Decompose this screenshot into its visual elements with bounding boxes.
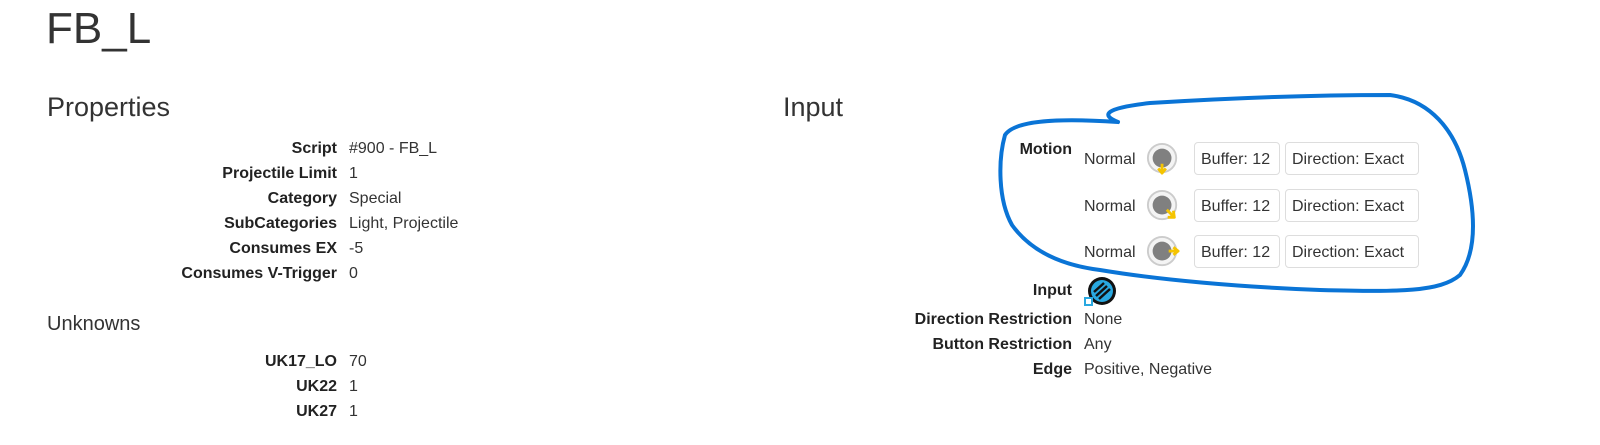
unknown-row: UK27 1 — [0, 399, 358, 424]
property-row: Category Special — [0, 186, 402, 211]
motion-type: Normal — [1084, 244, 1136, 261]
buffer-badge: Buffer: 12 — [1194, 142, 1280, 175]
direction-mode-badge: Direction: Exact — [1285, 142, 1419, 175]
input-row-label: Button Restriction — [932, 336, 1072, 353]
input-label: Input — [1032, 282, 1072, 299]
property-row-label: Script — [291, 140, 337, 157]
motion-label: Motion — [1019, 141, 1072, 158]
direction-mode-badge: Direction: Exact — [1285, 235, 1419, 268]
property-row: Consumes V-Trigger 0 — [0, 261, 358, 286]
property-row-label: Projectile Limit — [222, 165, 337, 182]
light-punch-icon — [1084, 277, 1116, 306]
unknown-row-value: 1 — [349, 378, 358, 395]
buffer-badge: Buffer: 12 — [1194, 235, 1280, 268]
property-row: Projectile Limit 1 — [0, 161, 358, 186]
unknown-row-label: UK17_LO — [264, 353, 337, 370]
property-row-value[interactable]: #900 - FB_L — [349, 140, 438, 157]
motion-type: Normal — [1084, 197, 1136, 215]
unknowns-heading: Unknowns — [47, 313, 141, 335]
buffer-badge: Buffer: 12 — [1194, 188, 1280, 222]
property-row-value: 1 — [349, 165, 358, 182]
direction-forward-icon — [1146, 235, 1180, 267]
input-row: Button Restriction Any — [0, 332, 1111, 357]
property-row: Script #900 - FB_L — [0, 136, 437, 161]
unknown-row-label: UK22 — [296, 378, 337, 395]
properties-heading: Properties — [47, 92, 171, 122]
property-row-label: Category — [267, 190, 337, 207]
property-row-value: 0 — [349, 265, 358, 282]
property-row-value: -5 — [349, 240, 364, 257]
input-row: Direction Restriction None — [0, 307, 1123, 332]
property-row: Consumes EX -5 — [0, 236, 363, 261]
property-row-value: Light, Projectile — [349, 215, 459, 232]
input-row: Edge Positive, Negative — [0, 357, 1212, 382]
direction-down-icon — [1146, 142, 1178, 175]
motion-type: Normal — [1084, 151, 1136, 168]
page-title: FB_L — [46, 4, 152, 53]
direction-down-forward-icon — [1146, 189, 1178, 220]
input-row-value: Any — [1084, 336, 1112, 353]
input-heading: Input — [783, 92, 844, 122]
input-row-value: Positive, Negative — [1084, 361, 1213, 378]
unknown-row: UK17_LO 70 — [0, 349, 367, 374]
direction-mode-badge: Direction: Exact — [1285, 188, 1419, 222]
property-row-label: Consumes V-Trigger — [181, 265, 337, 282]
unknown-row: UK22 1 — [0, 374, 358, 399]
unknown-row-value: 70 — [349, 353, 367, 370]
input-row-label: Direction Restriction — [914, 311, 1072, 328]
unknown-row-value: 1 — [349, 403, 358, 420]
property-row-value: Special — [349, 190, 402, 207]
input-row-value: None — [1084, 311, 1123, 328]
property-row-label: SubCategories — [224, 215, 337, 232]
property-row-label: Consumes EX — [229, 240, 337, 257]
unknown-row-label: UK27 — [296, 403, 337, 420]
property-row: SubCategories Light, Projectile — [0, 211, 458, 236]
input-row-label: Edge — [1032, 361, 1072, 378]
